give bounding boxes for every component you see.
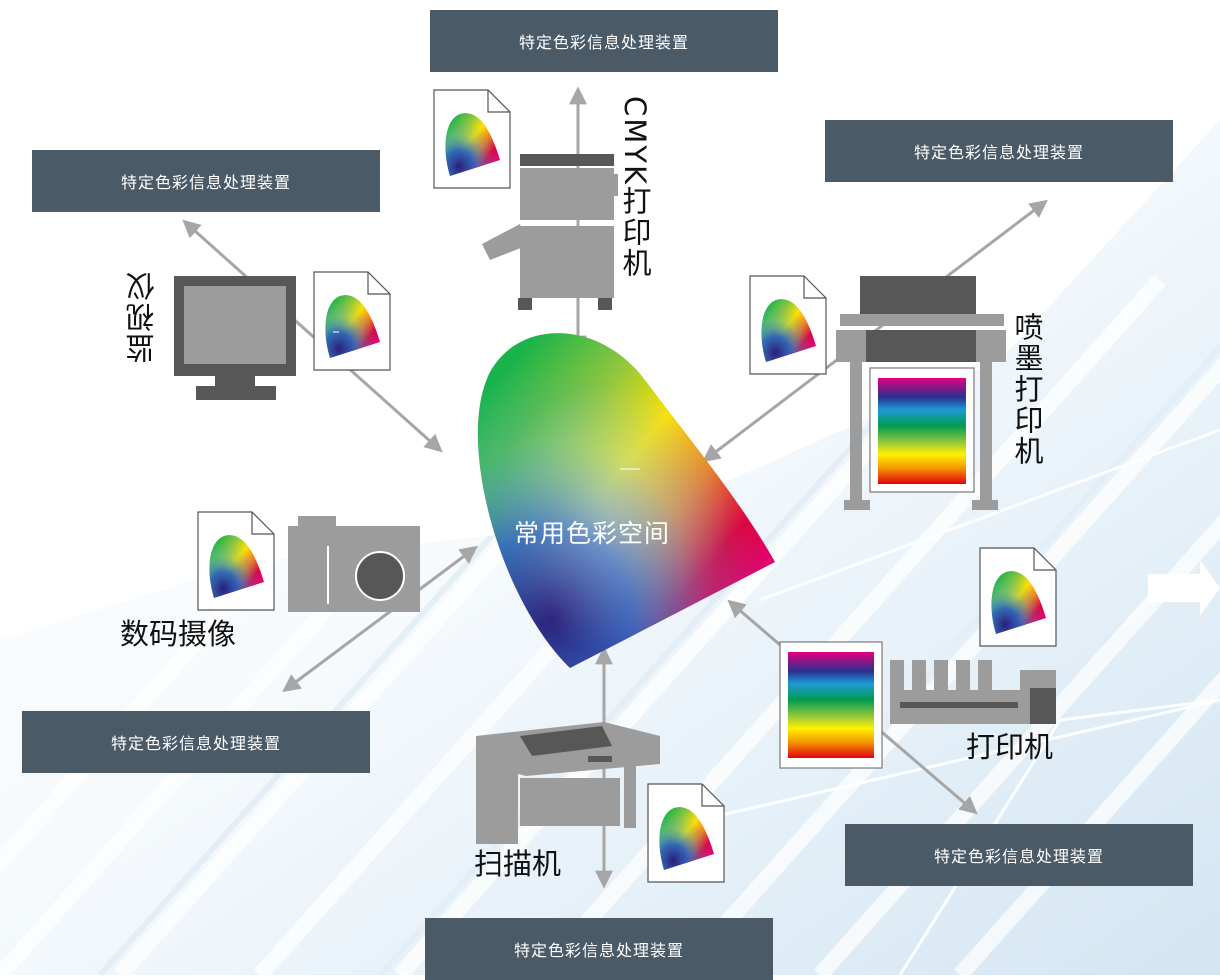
monitor-icon <box>174 271 391 400</box>
box-bottom-right: 特定色彩信息处理装置 <box>845 824 1193 886</box>
wide-format-printer-icon <box>749 275 1006 510</box>
box-top-left: 特定色彩信息处理装置 <box>32 150 380 212</box>
box-bottom: 特定色彩信息处理装置 <box>425 918 773 980</box>
color-gamut-shape <box>477 333 775 668</box>
box-top: 特定色彩信息处理装置 <box>430 10 778 72</box>
label-scanner: 扫描机 <box>474 847 562 881</box>
label-digital-camera: 数码摄像 <box>120 617 237 651</box>
camera-icon <box>197 511 420 612</box>
box-bottom-left: 特定色彩信息处理装置 <box>22 711 370 773</box>
label-cmyk-printer: CMYK打印机 <box>618 96 652 280</box>
label-inkjet-printer: 喷墨打印机 <box>1010 312 1044 467</box>
center-label: 常用色彩空间 <box>514 519 671 548</box>
box-top-right: 特定色彩信息处理装置 <box>825 120 1173 182</box>
copier-printer-icon <box>433 89 618 310</box>
label-monitor: 监视仪 <box>125 270 159 363</box>
scanner-icon <box>476 722 725 883</box>
desktop-printer-icon <box>779 547 1057 769</box>
label-printer: 打印机 <box>966 730 1054 764</box>
